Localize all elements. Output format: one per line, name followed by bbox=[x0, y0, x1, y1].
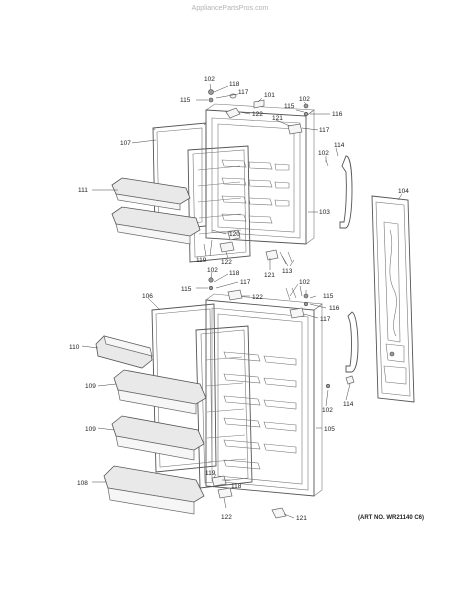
callout-122: 122 bbox=[221, 259, 232, 266]
callout-102: 102 bbox=[299, 279, 310, 286]
callout-121: 121 bbox=[264, 272, 275, 279]
callout-122: 122 bbox=[252, 111, 263, 118]
callout-116: 116 bbox=[329, 305, 340, 312]
callout-labels: 102 118 117 101 115 102 115 116 122 121 … bbox=[69, 76, 409, 522]
callout-109: 109 bbox=[85, 383, 96, 390]
callout-108: 108 bbox=[77, 480, 88, 487]
callout-117: 117 bbox=[320, 316, 331, 323]
callout-121: 121 bbox=[272, 115, 283, 122]
callout-118: 118 bbox=[229, 270, 240, 277]
callout-103: 103 bbox=[319, 209, 330, 216]
callout-118: 118 bbox=[229, 81, 240, 88]
callout-116: 116 bbox=[332, 111, 343, 118]
callout-104: 104 bbox=[398, 188, 409, 195]
callout-102: 102 bbox=[204, 76, 215, 83]
callout-115: 115 bbox=[284, 103, 295, 110]
callout-102: 102 bbox=[322, 407, 333, 414]
callout-117: 117 bbox=[240, 279, 251, 286]
callout-102: 102 bbox=[299, 96, 310, 103]
freezer-handle bbox=[339, 155, 353, 229]
callout-102: 102 bbox=[318, 150, 329, 157]
door-back-panel bbox=[371, 195, 415, 403]
watermark: AppliancePartsPros.com bbox=[192, 5, 269, 12]
callout-117: 117 bbox=[319, 127, 330, 134]
fresh-food-door-bins bbox=[103, 369, 207, 515]
callout-115: 115 bbox=[323, 293, 334, 300]
callout-115: 115 bbox=[180, 97, 191, 104]
callout-114: 114 bbox=[334, 142, 345, 149]
fresh-food-handle bbox=[345, 311, 359, 373]
callout-118: 118 bbox=[231, 483, 242, 490]
art-number: (ART NO. WR21140 C6) bbox=[358, 515, 424, 521]
callout-111: 111 bbox=[78, 187, 88, 194]
callout-119: 119 bbox=[205, 470, 216, 477]
callout-117: 117 bbox=[238, 89, 249, 96]
leader-lines bbox=[81, 83, 403, 519]
freezer-door-bins bbox=[111, 177, 201, 245]
lower-hinge-hardware bbox=[208, 277, 355, 519]
dairy-door bbox=[95, 335, 153, 369]
callout-110: 110 bbox=[69, 344, 80, 351]
callout-119: 119 bbox=[196, 257, 207, 264]
callout-115: 115 bbox=[181, 286, 192, 293]
callout-113: 113 bbox=[282, 268, 293, 275]
callout-121: 121 bbox=[296, 515, 307, 522]
freezer-door bbox=[205, 103, 315, 245]
upper-hinge-hardware bbox=[208, 89, 329, 265]
fresh-food-door bbox=[205, 293, 323, 497]
callout-122: 122 bbox=[221, 514, 232, 521]
callout-102: 102 bbox=[207, 267, 218, 274]
callout-114: 114 bbox=[343, 401, 354, 408]
callout-120: 120 bbox=[229, 231, 240, 238]
fresh-food-door-liner bbox=[195, 325, 253, 489]
callout-101: 101 bbox=[264, 92, 275, 99]
freezer-door-liner bbox=[187, 145, 251, 263]
callout-105: 105 bbox=[324, 426, 335, 433]
callout-106: 106 bbox=[142, 293, 153, 300]
callout-109: 109 bbox=[85, 426, 96, 433]
callout-107: 107 bbox=[120, 140, 131, 147]
callout-122: 122 bbox=[252, 294, 263, 301]
